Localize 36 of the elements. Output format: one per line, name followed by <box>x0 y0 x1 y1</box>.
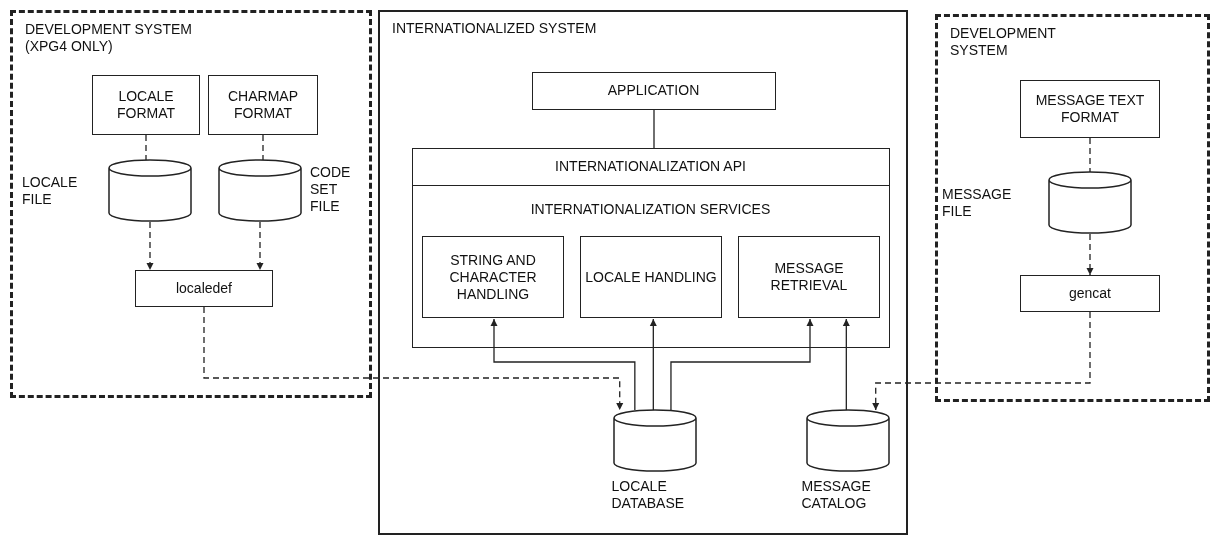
frame-title: DEVELOPMENT SYSTEM (XPG4 ONLY) <box>25 21 193 55</box>
api-layer-box <box>411 147 890 348</box>
storage-label: CODE SET FILE <box>310 164 352 215</box>
connector-line <box>1089 137 1091 173</box>
process-box: LOCALE FORMAT <box>92 75 200 135</box>
process-box: APPLICATION <box>531 71 776 110</box>
process-box: STRING AND CHARACTER HANDLING <box>422 236 564 318</box>
arrow <box>1086 233 1094 276</box>
dashed-system-frame <box>935 14 1210 402</box>
connector-line <box>262 134 264 161</box>
system-frame <box>378 10 908 535</box>
arrow <box>256 221 264 271</box>
process-box: CHARMAP FORMAT <box>208 75 318 135</box>
frame-title: DEVELOPMENT SYSTEM <box>950 25 1057 59</box>
storage-label: MESSAGE CATALOG <box>801 477 872 512</box>
arrow <box>490 318 636 411</box>
section-title: INTERNATIONALIZATION SERVICES <box>529 200 772 218</box>
process-box: MESSAGE TEXT FORMAT <box>1020 80 1160 138</box>
arrow <box>872 311 1091 411</box>
storage-label: MESSAGE FILE <box>942 186 1013 220</box>
storage-label: LOCALE DATABASE <box>611 477 686 512</box>
connector-line <box>145 134 147 161</box>
arrow <box>670 318 814 411</box>
process-box: gencat <box>1020 275 1160 312</box>
arrow <box>842 318 850 411</box>
dashed-system-frame <box>10 10 372 398</box>
frame-title: INTERNATIONALIZED SYSTEM <box>392 20 597 37</box>
process-box: localedef <box>135 270 273 307</box>
storage-label: LOCALE FILE <box>22 174 79 208</box>
arrow <box>203 306 624 411</box>
connector-line <box>653 109 655 149</box>
arrow <box>146 221 154 271</box>
layer-header: INTERNATIONALIZATION API <box>412 148 889 186</box>
process-box: LOCALE HANDLING <box>580 236 722 318</box>
arrow <box>649 318 657 411</box>
process-box: MESSAGE RETRIEVAL <box>738 236 880 318</box>
